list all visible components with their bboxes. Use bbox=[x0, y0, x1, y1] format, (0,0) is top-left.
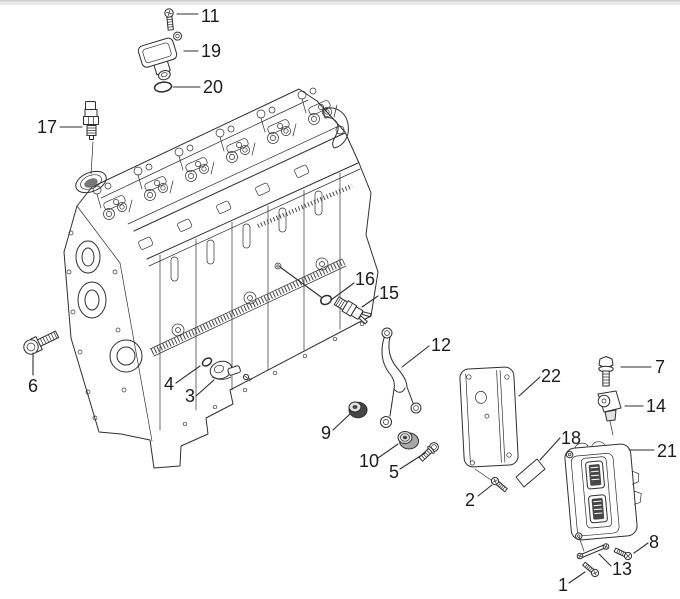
callout-8: 8 bbox=[649, 532, 659, 552]
part-4-o-ring bbox=[201, 357, 213, 367]
part-11-screw bbox=[164, 8, 174, 31]
callout-3: 3 bbox=[185, 386, 195, 406]
callout-4: 4 bbox=[164, 374, 174, 394]
part-10-spacer-bushing bbox=[397, 431, 419, 450]
callout-16: 16 bbox=[355, 269, 375, 289]
leader-lines bbox=[32, 13, 655, 584]
callout-12: 12 bbox=[431, 335, 451, 355]
part-21-engine-control-module bbox=[564, 441, 642, 541]
part-9-rubber-grommet bbox=[348, 401, 368, 419]
part-20-o-ring bbox=[153, 81, 173, 93]
part-3-knock-sensor bbox=[209, 360, 252, 382]
part-18-label-sticker bbox=[515, 458, 546, 488]
callout-9: 9 bbox=[321, 423, 331, 443]
callout-22: 22 bbox=[541, 366, 561, 386]
part-12-bracket-fork bbox=[380, 327, 422, 428]
part-14-elbow-connector bbox=[597, 390, 622, 422]
callout-11: 11 bbox=[201, 6, 220, 26]
callout-6: 6 bbox=[28, 376, 38, 396]
callout-20: 20 bbox=[203, 77, 223, 97]
callout-21: 21 bbox=[657, 441, 677, 461]
part-6-bolt bbox=[23, 330, 60, 355]
top-bar bbox=[0, 0, 680, 5]
part-22-cover-plate bbox=[459, 366, 519, 468]
callout-2: 2 bbox=[465, 490, 475, 510]
part-16-o-ring bbox=[319, 294, 333, 306]
part-5-screw bbox=[418, 442, 439, 462]
callout-19: 19 bbox=[201, 41, 221, 61]
part-15-coolant-temperature-sensor bbox=[333, 296, 372, 325]
callout-13: 13 bbox=[612, 559, 632, 579]
callout-18: 18 bbox=[561, 428, 581, 448]
callout-5: 5 bbox=[389, 462, 399, 482]
callout-10: 10 bbox=[359, 451, 379, 471]
part-7-screw bbox=[598, 356, 614, 387]
top-bar-border bbox=[0, 0, 680, 2]
callout-15: 15 bbox=[379, 283, 399, 303]
callout-14: 14 bbox=[646, 396, 666, 416]
callout-labels: 11 19 20 17 16 15 12 6 4 3 9 10 5 22 7 1… bbox=[28, 6, 677, 595]
part-17-temperature-sensor bbox=[83, 101, 99, 140]
part-19-camshaft-position-sensor bbox=[137, 31, 183, 81]
callout-17: 17 bbox=[37, 117, 57, 137]
callout-7: 7 bbox=[655, 357, 665, 377]
part-13-link-strip bbox=[576, 543, 610, 560]
callout-1: 1 bbox=[558, 575, 568, 595]
